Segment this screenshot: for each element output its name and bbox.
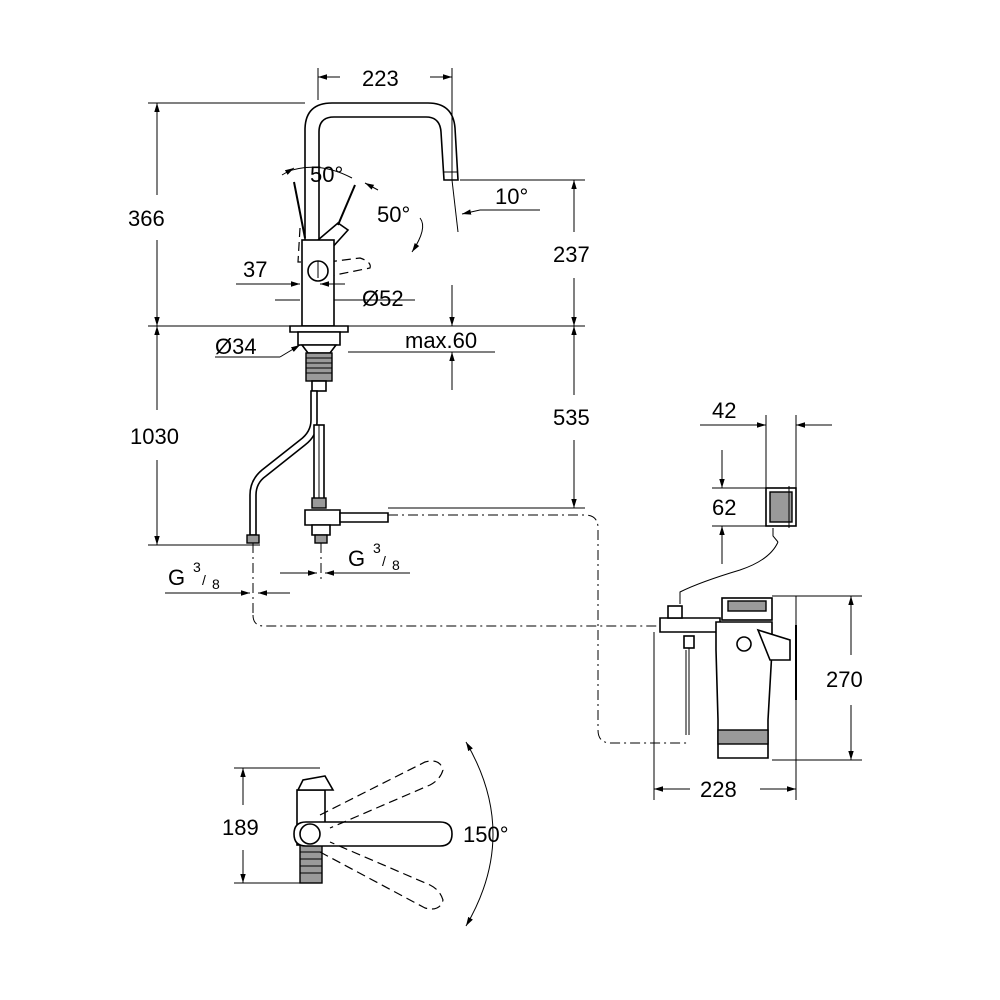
thread-left-slash: / [202,572,206,588]
thread-right: G 3 / 8 [348,540,400,573]
dimension-lines [148,68,862,927]
spout [304,102,459,251]
dim-swivel-depth: 189 [222,815,259,840]
filter-unit [659,486,797,759]
thread-left-den: 8 [212,576,220,592]
faucet-side-view [246,102,688,744]
dim-max-counter: max.60 [405,328,477,353]
dim-filter-depth: 228 [700,777,737,802]
dim-hose-length: 1030 [130,424,179,449]
spout-top [293,821,453,847]
cable-route [388,514,688,744]
dim-body-diameter: Ø52 [362,286,404,311]
thread-left: G 3 / 8 [168,559,220,592]
dim-under-sink-height: 535 [553,405,590,430]
dim-box-height: 62 [712,495,736,520]
dim-box-width: 42 [712,398,736,423]
faucet-body [301,239,335,327]
dim-swivel-angle: 150° [463,822,509,847]
dim-lever-offset: 37 [243,257,267,282]
swivel-top-view [293,760,453,910]
dim-spout-tilt: 10° [495,184,528,209]
dim-lever-angle-top: 50° [310,162,343,187]
dim-filter-height: 270 [826,667,863,692]
dim-lever-angle-side: 50° [377,202,410,227]
thread-right-den: 8 [392,557,400,573]
threaded-stem [305,352,333,382]
thread-right-num: 3 [373,540,381,556]
dim-base-diameter: Ø34 [215,334,257,359]
thread-right-g: G [348,546,365,571]
dim-spout-reach: 223 [362,66,399,91]
thread-right-slash: / [382,553,386,569]
dimension-labels: 223 366 50° 50° 10° 237 37 Ø52 Ø34 max.6… [128,66,863,847]
thread-left-g: G [168,565,185,590]
thread-left-num: 3 [193,559,201,575]
dim-total-height: 366 [128,206,165,231]
filter-cartridge [715,621,773,759]
dim-spout-height: 237 [553,242,590,267]
